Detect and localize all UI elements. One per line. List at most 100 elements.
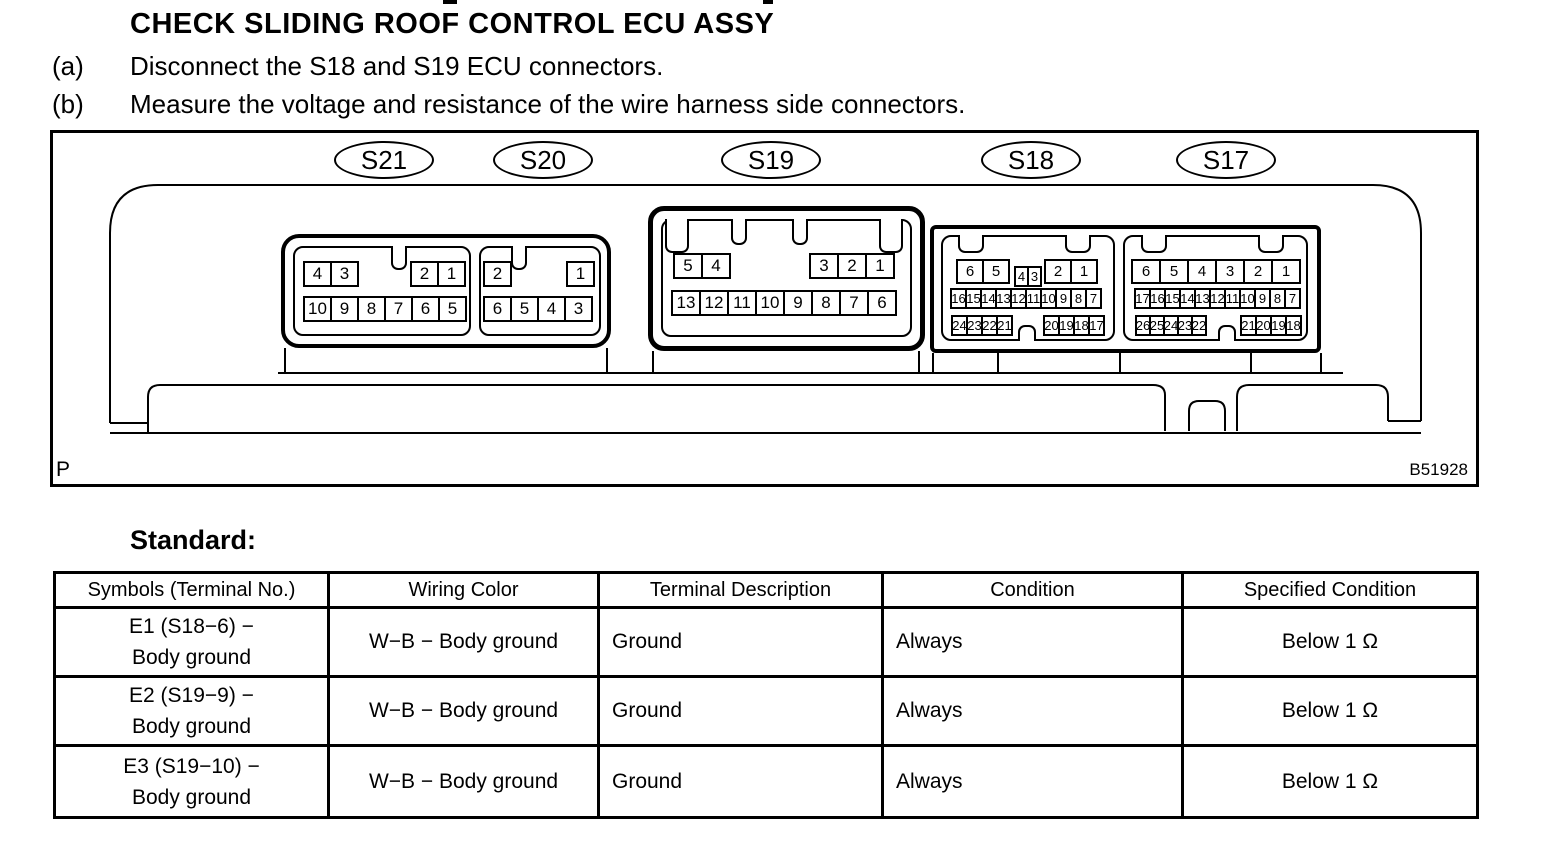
keyway-notch bbox=[1141, 235, 1167, 253]
symbol-line: Body ground bbox=[131, 715, 252, 738]
connector-s20 bbox=[479, 246, 601, 336]
table-row-symbols: E2 (S19−9) − Body ground bbox=[56, 678, 330, 747]
column-header: Specified Condition bbox=[1184, 574, 1476, 609]
symbol-line: E3 (S19−10) − bbox=[123, 754, 260, 778]
step-a-text: Disconnect the S18 and S19 ECU connector… bbox=[130, 51, 664, 81]
pin-cell: 1 bbox=[566, 261, 595, 287]
pin-cell: 5 bbox=[510, 296, 539, 322]
pin-cell: 8 bbox=[357, 296, 386, 322]
pin-cell: 2 bbox=[1044, 259, 1072, 284]
ecu-connector-diagram: S21 S20 S19 S18 S17 bbox=[50, 130, 1479, 487]
column-header: Wiring Color bbox=[330, 574, 600, 609]
pin-cell: 11 bbox=[727, 290, 757, 316]
table-cell-condition: Always bbox=[884, 747, 1184, 816]
keyway-notch bbox=[879, 219, 903, 253]
pin-cell: 3 bbox=[809, 253, 839, 279]
pin-cell: 12 bbox=[1010, 288, 1027, 309]
pin-cell: 22 bbox=[1191, 315, 1207, 336]
table-cell-description: Ground bbox=[600, 609, 884, 678]
pin-cell: 21 bbox=[996, 315, 1013, 336]
table-cell-condition: Always bbox=[884, 678, 1184, 747]
pin-cell: 3 bbox=[330, 261, 359, 287]
pin-cell: 7 bbox=[1085, 288, 1102, 309]
pin-cell: 1 bbox=[1271, 259, 1301, 284]
pin-cell: 10 bbox=[303, 296, 332, 322]
pin-cell: 5 bbox=[438, 296, 467, 322]
keyway-notch bbox=[665, 219, 689, 253]
connector-callout-s21: S21 bbox=[334, 141, 434, 179]
page-title: CHECK SLIDING ROOF CONTROL ECU ASSY bbox=[130, 8, 775, 40]
clipped-text-fragment bbox=[443, 0, 457, 4]
pin-cell: 2 bbox=[410, 261, 439, 287]
column-header: Symbols (Terminal No.) bbox=[56, 574, 330, 609]
table-cell-specified: Below 1 Ω bbox=[1184, 609, 1476, 678]
pin-cell: 10 bbox=[755, 290, 785, 316]
pin-cell: 10 bbox=[1040, 288, 1057, 309]
symbol-line: E2 (S19−9) − bbox=[129, 684, 254, 707]
pin-cell: 18 bbox=[1285, 315, 1302, 336]
pin-cell: 2 bbox=[837, 253, 867, 279]
pin-cell: 17 bbox=[1088, 315, 1105, 336]
pin-cell: 7 bbox=[384, 296, 413, 322]
pin-cell: 4 bbox=[701, 253, 731, 279]
keyway-notch bbox=[391, 246, 407, 270]
pin-cell: 7 bbox=[839, 290, 869, 316]
pin-cell: 14 bbox=[980, 288, 997, 309]
symbol-line: Body ground bbox=[131, 646, 252, 669]
keyway-notch bbox=[792, 219, 808, 245]
symbol-line: Body ground bbox=[131, 785, 252, 809]
pin-cell: 1 bbox=[437, 261, 466, 287]
table-cell-condition: Always bbox=[884, 609, 1184, 678]
pin-cell: 3 bbox=[1215, 259, 1245, 284]
keyway-notch bbox=[511, 246, 527, 270]
pin-cell: 20 bbox=[1043, 315, 1060, 336]
pin-cell: 6 bbox=[867, 290, 897, 316]
table-cell-wiring: W−B − Body ground bbox=[330, 678, 600, 747]
table-cell-wiring: W−B − Body ground bbox=[330, 609, 600, 678]
pin-row-s20-top-right: 1 bbox=[566, 261, 595, 287]
standard-heading: Standard: bbox=[130, 525, 257, 555]
pin-cell: 5 bbox=[1159, 259, 1189, 284]
figure-code: B51928 bbox=[1409, 460, 1468, 479]
connector-callout-s17: S17 bbox=[1176, 141, 1276, 179]
keyway-notch bbox=[1065, 235, 1091, 253]
pin-cell: 20 bbox=[1255, 315, 1272, 336]
clipped-text-fragment bbox=[763, 0, 773, 4]
pin-cell: 21 bbox=[1240, 315, 1257, 336]
step-b-text: Measure the voltage and resistance of th… bbox=[130, 89, 966, 119]
column-header: Terminal Description bbox=[600, 574, 884, 609]
pin-cell: 17 bbox=[1134, 288, 1151, 309]
pin-cell: 3 bbox=[564, 296, 593, 322]
pin-cell: 13 bbox=[671, 290, 701, 316]
table-cell-wiring: W−B − Body ground bbox=[330, 747, 600, 816]
pin-cell: 24 bbox=[951, 315, 968, 336]
pin-cell: 1 bbox=[865, 253, 895, 279]
pin-cell: 7 bbox=[1284, 288, 1301, 309]
step-b-label: (b) bbox=[52, 89, 84, 119]
pin-cell: 12 bbox=[699, 290, 729, 316]
keyway-notch bbox=[1218, 325, 1236, 341]
connector-callout-s20: S20 bbox=[493, 141, 593, 179]
pin-cell: 19 bbox=[1270, 315, 1287, 336]
pin-cell: 5 bbox=[982, 259, 1010, 284]
keyway-notch bbox=[958, 235, 984, 253]
pin-cell: 2 bbox=[1243, 259, 1273, 284]
pin-cell: 6 bbox=[1131, 259, 1161, 284]
connector-callout-s18: S18 bbox=[981, 141, 1081, 179]
table-cell-specified: Below 1 Ω bbox=[1184, 678, 1476, 747]
step-a-label: (a) bbox=[52, 51, 84, 81]
table-row-symbols: E3 (S19−10) − Body ground bbox=[56, 747, 330, 816]
standard-table: Symbols (Terminal No.) Wiring Color Term… bbox=[53, 571, 1479, 819]
